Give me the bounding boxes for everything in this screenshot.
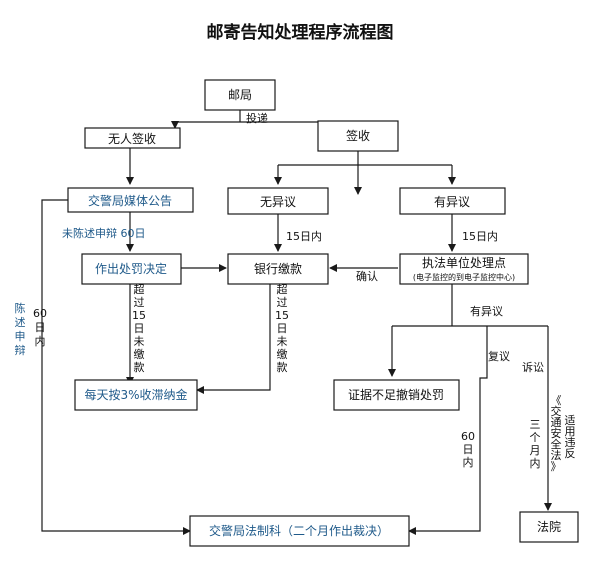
label-statement-defense-text: 陈述申辩 (15, 301, 26, 357)
node-enforcement-point-sublabel: (电子监控的到电子监控中心) (413, 272, 515, 282)
node-court: 法院 (519, 511, 579, 543)
label-applicable-violation-text: 适用违反 (565, 414, 576, 460)
node-late-fee: 每天按3%收滞纳金 (74, 379, 198, 411)
node-no-objection: 无异议 (227, 187, 329, 215)
node-evidence-insufficient-label: 证据不足撤销处罚 (348, 387, 444, 402)
node-penalty-decision-label: 作出处罚决定 (95, 261, 167, 276)
node-penalty-decision: 作出处罚决定 (81, 253, 182, 285)
edge-to-reconsideration (408, 326, 488, 535)
label-traffic-law-text: 《交通安全法》 (551, 394, 562, 473)
edge-bank-to-latefee (196, 284, 271, 394)
node-no-objection-label: 无异议 (260, 195, 296, 209)
node-signed-label: 签收 (346, 128, 370, 143)
node-media-notice: 交警局媒体公告 (67, 187, 194, 213)
node-unsigned-label: 无人签收 (108, 131, 156, 146)
diagram-title: 邮寄告知处理程序流程图 (207, 22, 394, 43)
node-legal-section: 交警局法制科（二个月作出裁决） (189, 515, 410, 547)
node-post-office-label: 邮局 (228, 88, 252, 102)
label-litigation: 诉讼 (522, 361, 544, 374)
label-no-statement: 未陈述申辩 60日 (62, 226, 146, 240)
node-post-office: 邮局 (204, 79, 276, 111)
edges (41, 110, 552, 535)
node-unsigned: 无人签收 (84, 127, 181, 149)
node-bank-payment-label: 银行缴款 (254, 261, 302, 276)
node-bank-payment: 银行缴款 (227, 253, 329, 285)
label-traffic-law: 《交通安全法》 (551, 394, 562, 473)
node-objection-label: 有异议 (434, 195, 470, 209)
label-within-3-months: 三个月内 (530, 418, 541, 470)
node-evidence-insufficient: 证据不足撤销处罚 (333, 379, 460, 411)
edge-media-to-legal (41, 199, 191, 535)
label-reconsideration: 复议 (488, 349, 510, 363)
node-enforcement-point-label: 执法单位处理点 (422, 255, 506, 270)
label-deliver: 投递 (246, 111, 268, 125)
label-applicable-violation: 适用违反 (565, 414, 576, 460)
node-media-notice-label: 交警局媒体公告 (88, 193, 172, 208)
node-legal-section-label: 交警局法制科（二个月作出裁决） (209, 523, 389, 538)
label-within-15-a: 15日内 (286, 229, 322, 243)
node-court-label: 法院 (537, 520, 561, 534)
node-signed: 签收 (317, 120, 399, 152)
node-late-fee-label: 每天按3%收滞纳金 (84, 387, 187, 402)
node-enforcement-point: 执法单位处理点 (电子监控的到电子监控中心) (399, 253, 529, 285)
node-objection: 有异议 (399, 187, 506, 215)
label-within-15-b: 15日内 (462, 229, 498, 243)
label-statement-defense: 陈述申辩 (15, 301, 26, 357)
label-objection-again: 有异议 (470, 304, 503, 318)
label-within-3-months-text: 三个月内 (530, 418, 541, 470)
label-confirm: 确认 (356, 270, 378, 283)
